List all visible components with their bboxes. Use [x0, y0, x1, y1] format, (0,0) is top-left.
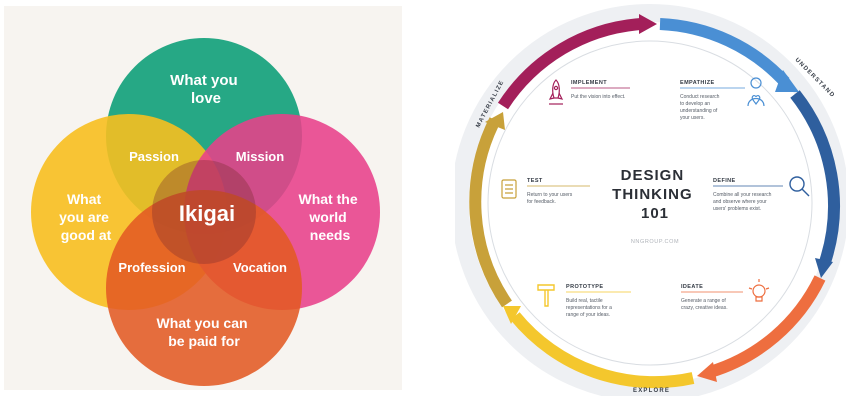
arc-test	[469, 117, 512, 308]
arrowhead-implement	[639, 14, 657, 34]
arrowhead-empathize	[775, 70, 799, 92]
label-what-the-world-needs: What the world needs	[299, 191, 362, 243]
arc-empathize	[659, 18, 790, 87]
center-overlap	[152, 160, 256, 264]
label-mission: Mission	[236, 149, 284, 164]
phase-title-ideate: IDEATE	[681, 284, 703, 290]
arc-label-explore: EXPLORE	[633, 388, 670, 394]
arrowhead-prototype	[503, 306, 521, 324]
checklist-icon	[501, 179, 517, 199]
phase-desc-define: Combine all your research and observe wh…	[713, 192, 773, 212]
center-title: DESIGN THINKING 101	[612, 167, 698, 222]
arrowhead-define	[815, 258, 833, 278]
label-what-you-love: What you love	[170, 72, 242, 107]
magnifier-icon	[789, 176, 810, 197]
phase-title-test: TEST	[527, 178, 543, 184]
arc-define	[790, 90, 840, 264]
phase-desc-ideate: Generate a range of crazy, creative idea…	[681, 298, 728, 311]
label-vocation: Vocation	[233, 260, 287, 275]
design-thinking-diagram: UNDERSTAND EXPLORE MATERIALIZE DESIGN TH…	[455, 0, 846, 396]
arc-prototype	[510, 312, 695, 389]
phase-test: TEST Return to your users for feedback.	[501, 178, 590, 205]
ikigai-diagram: What you love What you are good at What …	[4, 6, 402, 390]
phase-title-define: DEFINE	[713, 178, 736, 184]
inner-ring	[487, 40, 813, 366]
heart-person-icon	[747, 77, 765, 107]
hammer-icon	[537, 284, 555, 307]
phase-prototype: PROTOTYPE Build real, tactile representa…	[537, 284, 631, 318]
phase-desc-implement: Put the vision into effect.	[571, 94, 625, 100]
phase-desc-prototype: Build real, tactile representations for …	[566, 298, 613, 318]
phase-ideate: IDEATE Generate a range of crazy, creati…	[681, 279, 770, 311]
label-passion: Passion	[129, 149, 179, 164]
phase-define: DEFINE Combine all your research and obs…	[713, 176, 810, 212]
arrowhead-ideate	[697, 362, 717, 382]
rocket-icon	[548, 79, 564, 105]
phase-desc-test: Return to your users for feedback.	[527, 192, 574, 205]
arc-ideate	[708, 275, 826, 378]
phase-empathize: EMPATHIZE Conduct research to develop an…	[680, 77, 765, 121]
label-profession: Profession	[118, 260, 185, 275]
label-ikigai-center: Ikigai	[179, 201, 235, 226]
arrowhead-test	[485, 112, 505, 130]
phase-desc-empathize: Conduct research to develop an understan…	[680, 94, 721, 121]
phase-title-empathize: EMPATHIZE	[680, 80, 715, 86]
lightbulb-icon	[748, 279, 770, 302]
arc-implement	[497, 18, 642, 110]
phase-title-prototype: PROTOTYPE	[566, 284, 603, 290]
circle-what-you-can-be-paid-for	[106, 190, 302, 386]
site-credit: NNGROUP.COM	[631, 239, 679, 245]
label-what-you-can-be-paid-for: What you can be paid for	[157, 315, 252, 349]
phase-title-implement: IMPLEMENT	[571, 80, 607, 86]
phase-implement: IMPLEMENT Put the vision into effect.	[548, 79, 630, 105]
label-what-you-are-good-at: What you are good at	[59, 191, 113, 243]
